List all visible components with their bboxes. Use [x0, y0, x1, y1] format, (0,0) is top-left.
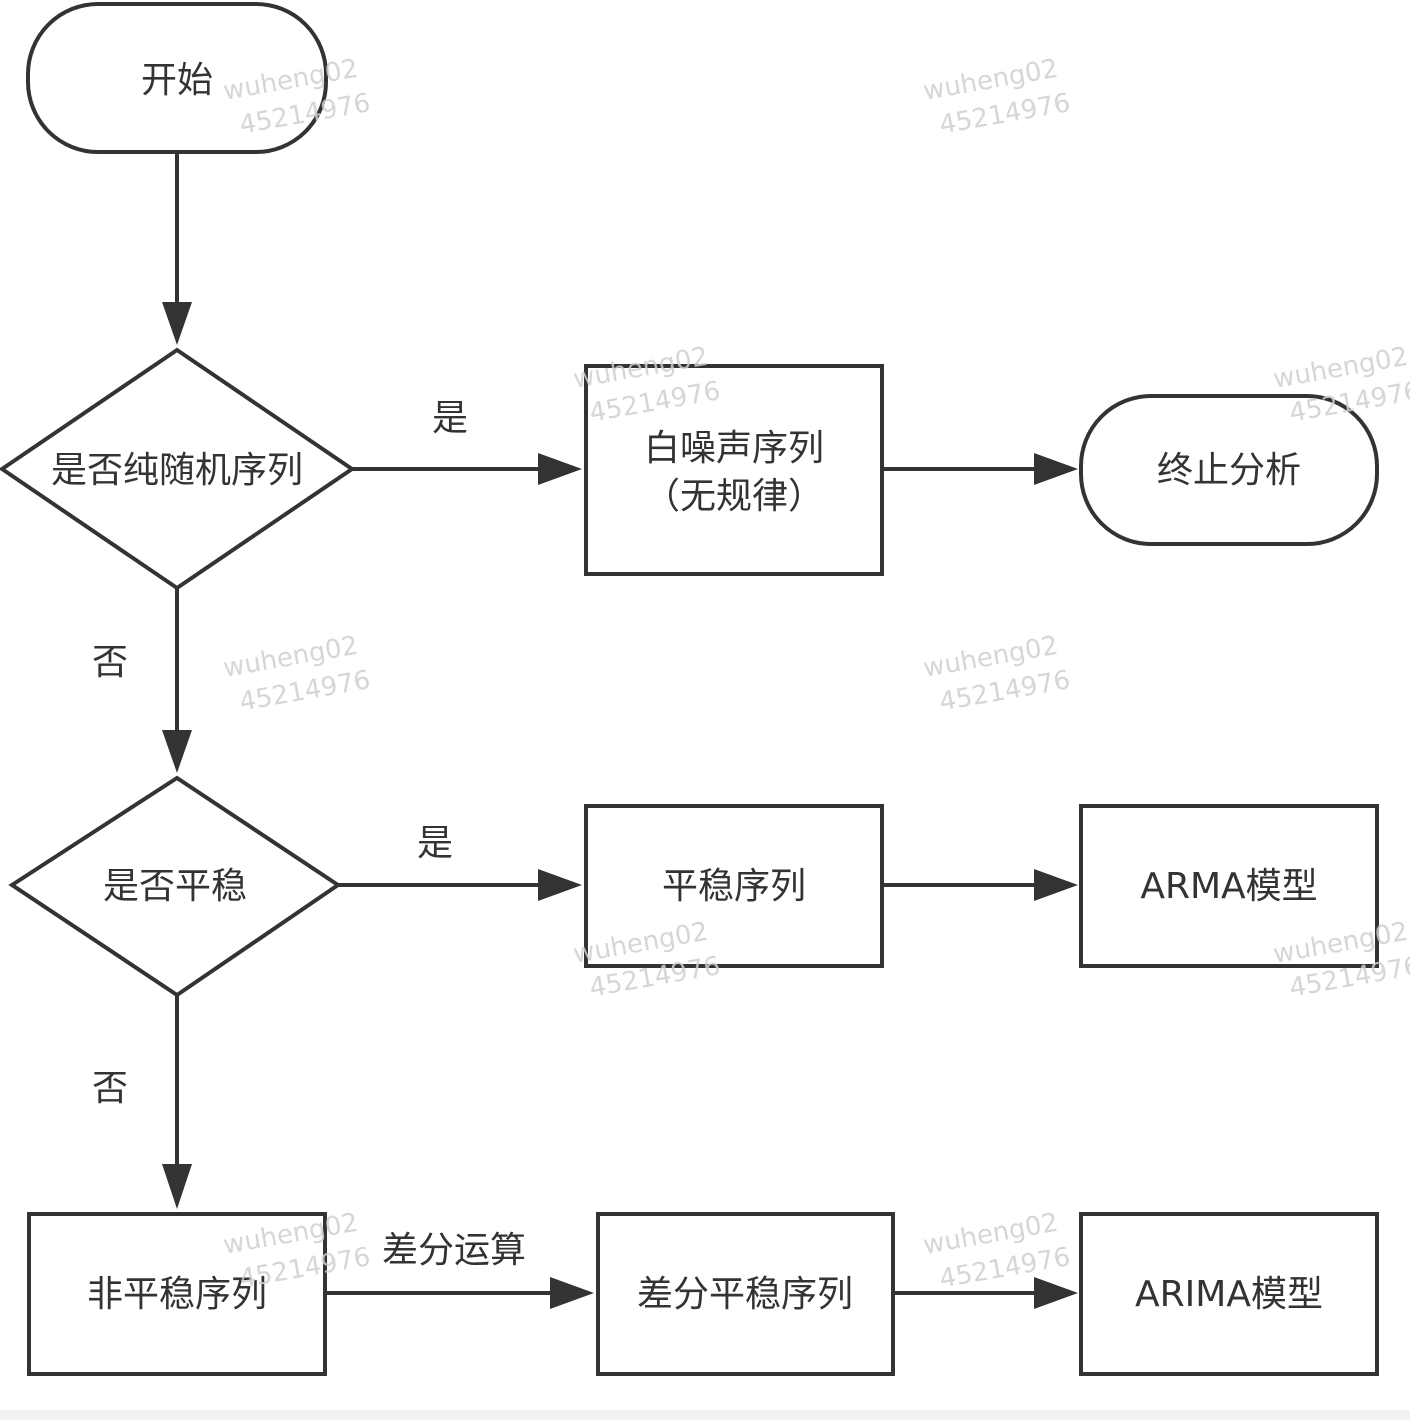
terminate-terminal	[1079, 394, 1379, 546]
watermark: wuheng02 45214976	[921, 631, 1073, 718]
edge-label-random-yes: 是	[432, 398, 468, 439]
diff-stationary-series-box	[596, 1212, 895, 1376]
arrowhead-start-to-random	[162, 302, 192, 345]
arima-model-box	[1079, 1212, 1379, 1376]
white-noise-box	[584, 364, 884, 576]
watermark: wuheng02 45214976	[221, 631, 373, 718]
stationary-series-box	[584, 804, 884, 968]
decision-stationary-label: 是否平稳	[103, 866, 247, 907]
arrowhead-random-no	[162, 730, 192, 773]
arrowhead-stationary-yes	[538, 869, 582, 901]
watermark: wuheng02 45214976	[1271, 342, 1410, 429]
arma-model-label: ARMA模型	[1140, 866, 1317, 907]
white-noise-label-line1: 白噪声序列	[644, 428, 824, 469]
edge-label-random-no: 否	[92, 642, 128, 683]
decision-random-label: 是否纯随机序列	[51, 450, 303, 491]
arma-model-box	[1079, 804, 1379, 968]
watermarks: wuheng02 45214976 wuheng02 45214976 wuhe…	[221, 54, 1410, 1295]
bottom-border	[0, 1410, 1410, 1420]
edge-label-difference: 差分运算	[382, 1230, 526, 1271]
arrowhead-difference	[550, 1277, 594, 1309]
stationary-series-label: 平稳序列	[662, 866, 806, 907]
watermark: wuheng02 45214976	[921, 54, 1073, 141]
nonstationary-series-label: 非平稳序列	[87, 1274, 267, 1315]
start-label: 开始	[141, 60, 213, 101]
arrowhead-stationaryseries-to-arma	[1034, 869, 1078, 901]
arrowhead-random-yes	[538, 453, 582, 485]
arrowhead-whitenoise-to-terminate	[1034, 453, 1078, 485]
edge-label-stationary-yes: 是	[417, 823, 453, 864]
decision-stationary-diamond	[8, 775, 342, 998]
diff-stationary-series-label: 差分平稳序列	[637, 1274, 853, 1315]
edge-label-stationary-no: 否	[92, 1068, 128, 1109]
decision-random-diamond	[0, 347, 356, 591]
arrowhead-stationary-no	[162, 1164, 192, 1209]
white-noise-label-line2: （无规律）	[644, 476, 824, 517]
arrowhead-diff-to-arima	[1034, 1277, 1078, 1309]
arima-model-label: ARIMA模型	[1135, 1274, 1323, 1315]
terminate-label: 终止分析	[1157, 450, 1301, 491]
start-terminal	[26, 2, 328, 154]
nonstationary-series-box	[27, 1212, 327, 1376]
